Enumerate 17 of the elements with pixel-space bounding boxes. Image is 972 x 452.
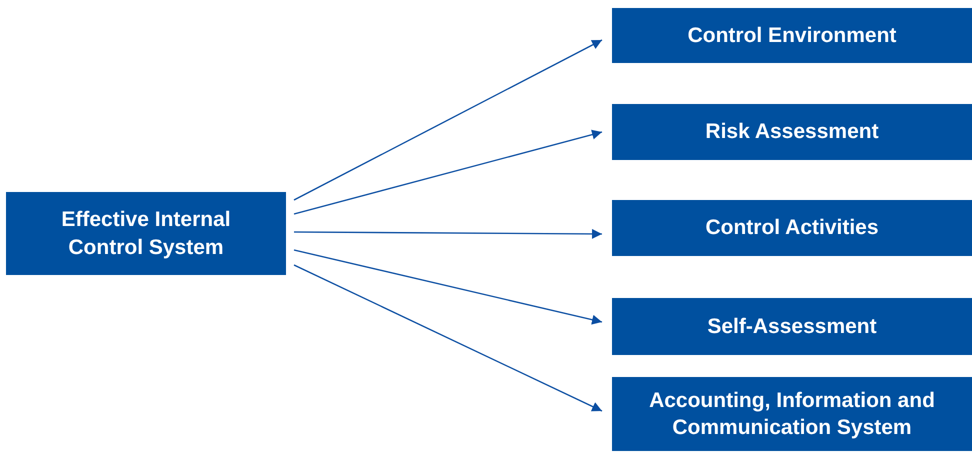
box-label: Control Environment xyxy=(688,22,896,49)
process-box xyxy=(6,192,286,275)
box-label: Control Activities xyxy=(705,215,879,242)
arrow xyxy=(294,264,602,412)
box-label: Risk Assessment xyxy=(705,119,879,146)
arrow xyxy=(294,249,602,325)
arrow xyxy=(294,130,602,215)
process-box xyxy=(612,298,972,355)
box-label: Self-Assessment xyxy=(707,314,877,340)
process-box xyxy=(612,377,972,451)
arrow xyxy=(294,39,602,201)
process-box xyxy=(612,200,972,256)
process-box xyxy=(612,8,972,63)
box-label: Effective Internal Control System xyxy=(60,207,232,260)
arrow xyxy=(294,228,602,239)
box-label: Accounting, Information and Communication System xyxy=(648,388,936,441)
process-box xyxy=(612,104,972,160)
